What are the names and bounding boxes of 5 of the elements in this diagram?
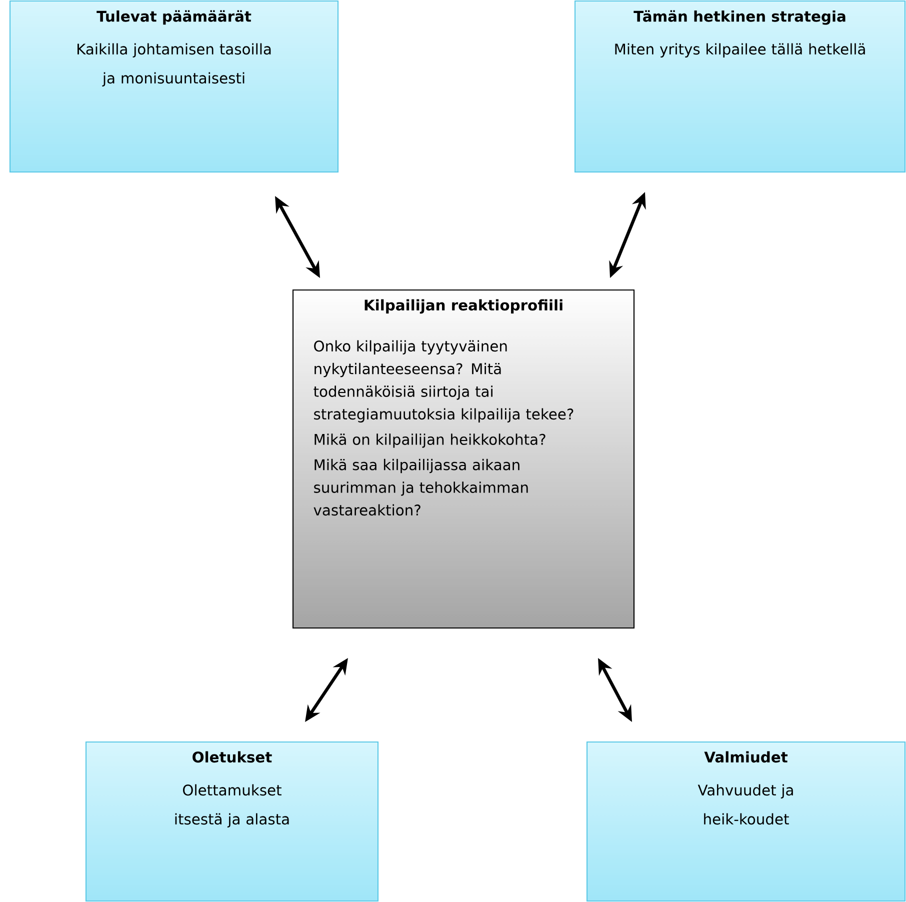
process-box: Valmiudet Vahvuudet ja heik-koudet [586,741,906,902]
process-box: Tulevat päämäärät Kaikilla johtamisen tasoilla ja monisuuntaisesti [9,0,339,173]
process-box: Oletukset Olettamukset itsestä ja alasta [85,741,379,902]
process-box: Tämän hetkinen strategia Miten yritys kilpailee tällä hetkellä [574,0,906,173]
process-box: Kilpailijan reaktioprofiili Onko kilpailija tyytyväinen nykytilanteeseensa? Mitä todennäköisiä siirtoja tai strategiamuutoksia kilpailija tekee? Mikä on kilpailijan heikkokohta? Mikä saa kilpailijassa aikaan suurimman ja tehokkaimman vastareaktion? [292,289,635,629]
